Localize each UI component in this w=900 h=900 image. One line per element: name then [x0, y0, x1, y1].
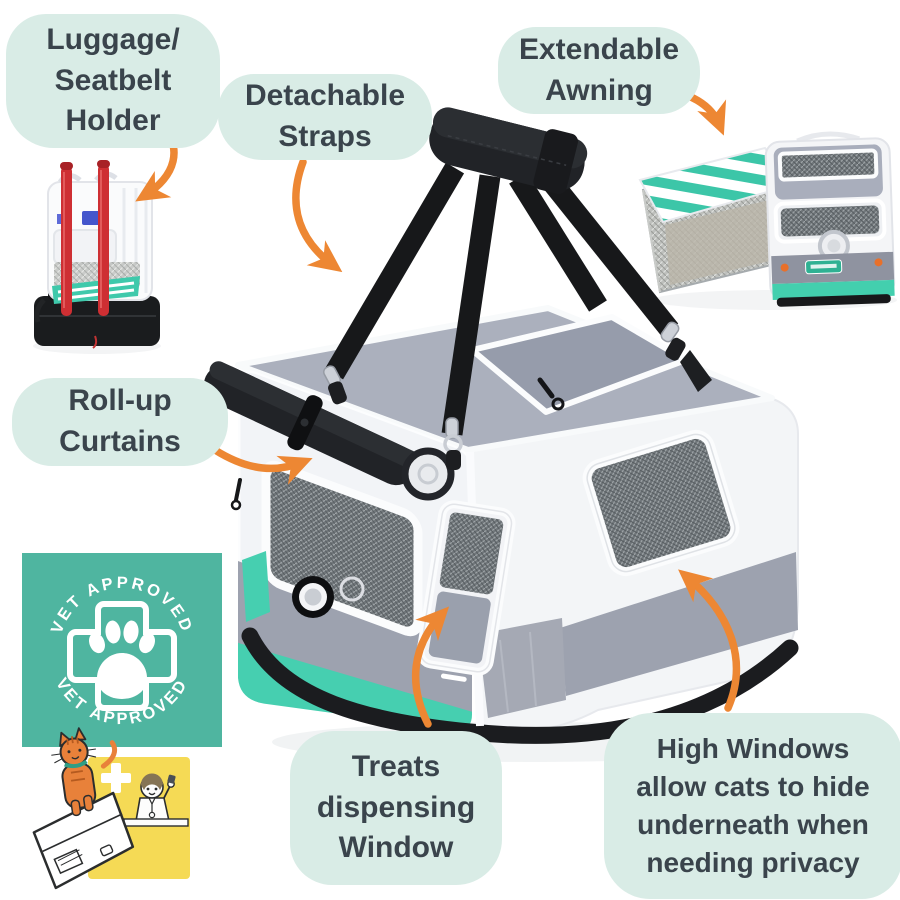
wheel-circle: [292, 576, 365, 618]
callout-extendable-awning: Extendable Awning: [498, 27, 700, 114]
handle-grip-pad: [429, 107, 588, 195]
main-carrier: [203, 107, 799, 762]
rolled-curtain: [203, 361, 455, 501]
callout-line: underneath when: [637, 809, 869, 840]
luggage-handle-poles: [60, 160, 110, 316]
suitcase: [34, 296, 160, 346]
callout-line: Luggage/: [46, 22, 180, 56]
vet-cartoon-card: [32, 727, 190, 890]
callout-rollup-curtains: Roll-up Curtains: [12, 378, 228, 466]
callout-line: Straps: [278, 120, 372, 153]
callout-line: dispensing: [316, 790, 476, 824]
tail-light: [874, 258, 883, 267]
arrow-high-windows: [678, 569, 741, 712]
callout-high-windows: High Windows allow cats to hide undernea…: [604, 713, 900, 899]
arrow-treats-window: [411, 606, 450, 728]
callout-detachable-straps: Detachable Straps: [218, 74, 432, 160]
arrow-detachable-straps: [292, 158, 343, 273]
paw-print-icon: [89, 620, 155, 699]
plus-icon: [101, 763, 131, 793]
carry-handles: [323, 107, 686, 470]
callout-line: Window: [338, 831, 454, 865]
callout-line: allow cats to hide: [636, 770, 870, 802]
medical-cross-icon: [67, 601, 177, 711]
vet-approved-badge: VET APPROVED VET APPROVED: [22, 553, 222, 747]
callout-line: High Windows: [656, 732, 850, 764]
callout-line: Awning: [545, 73, 653, 107]
zipper-pull-icon: [551, 397, 565, 411]
cat-in-carrier-cartoon: [32, 727, 135, 890]
luggage-holder-inset: [33, 160, 161, 354]
metal-clip: [323, 365, 347, 405]
callout-treats-window: Treats dispensing Window: [290, 731, 502, 885]
carrier-rear-view: [764, 131, 896, 307]
callout-luggage-seatbelt-holder: Luggage/ Seatbelt Holder: [6, 14, 220, 148]
callout-line: Holder: [65, 104, 161, 138]
arrow-rollup-curtains: [211, 446, 313, 485]
metal-clip: [443, 417, 463, 470]
carrier-vent-grid: [53, 848, 84, 875]
high-mesh-window: [582, 429, 740, 577]
awning-inset: [638, 131, 897, 310]
tail-light: [780, 263, 789, 272]
vet-doctor-cartoon: [123, 773, 189, 827]
callout-line: Roll-up: [68, 384, 172, 418]
callout-line: Curtains: [59, 425, 181, 458]
callout-line: Seatbelt: [54, 63, 172, 97]
callout-line: needing privacy: [646, 847, 860, 879]
callout-line: Extendable: [518, 32, 680, 66]
callout-line: Detachable: [244, 79, 406, 113]
callout-line: Treats: [351, 749, 441, 783]
metal-clip: [660, 321, 686, 361]
